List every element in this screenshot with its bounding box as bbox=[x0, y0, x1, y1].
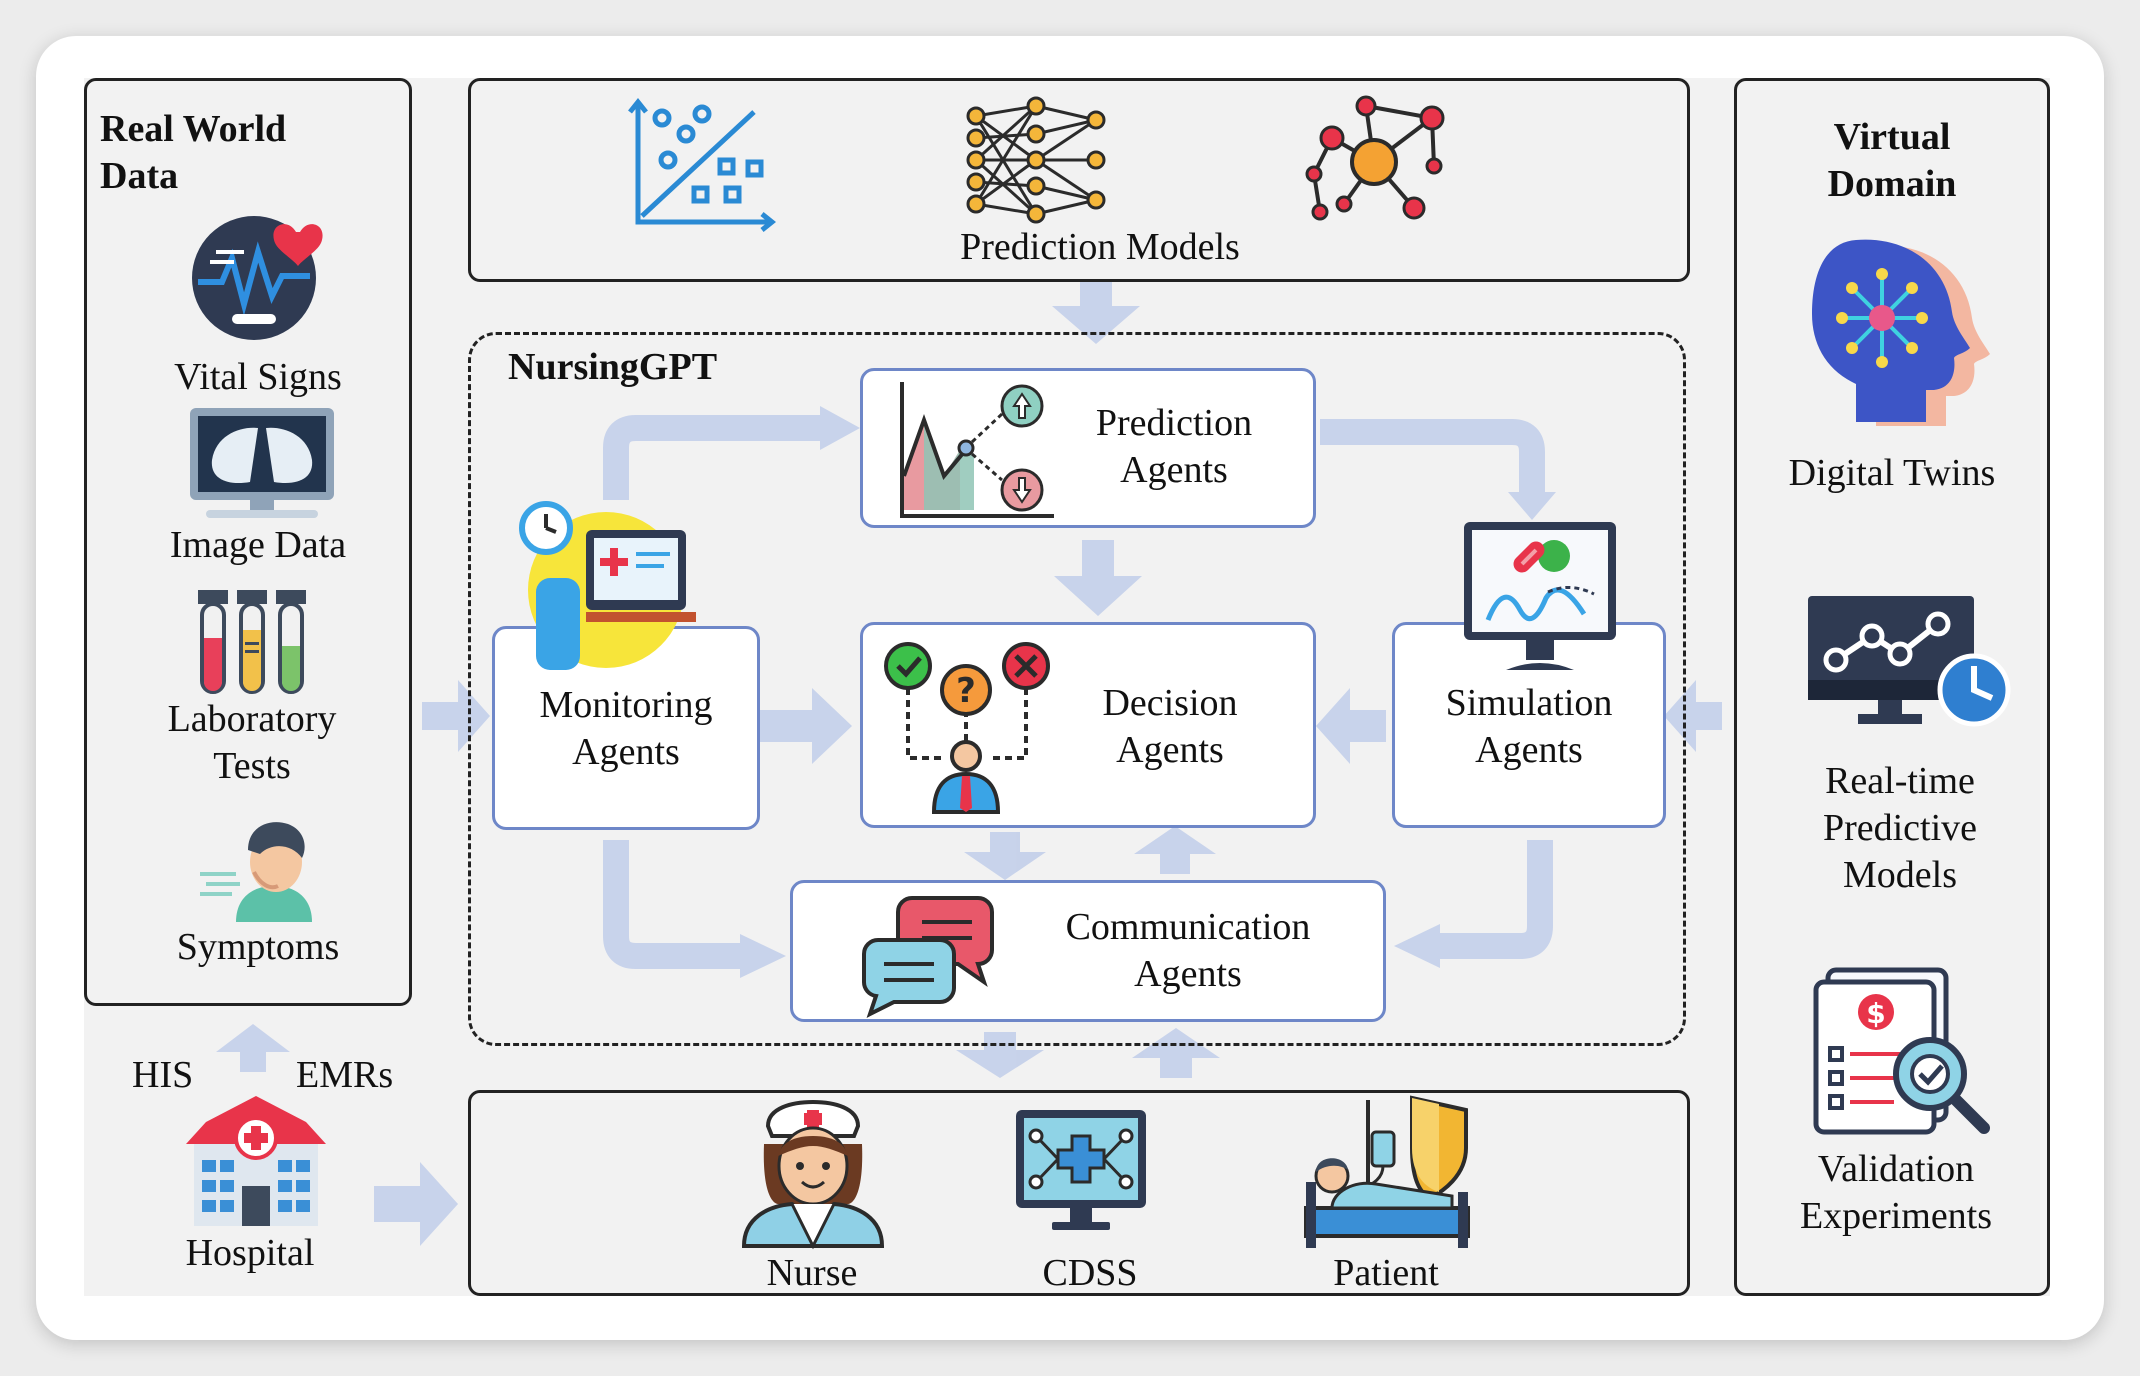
symptoms-label: Symptoms bbox=[176, 926, 340, 968]
prediction-agents-label: Prediction Agents bbox=[1095, 402, 1253, 491]
monitoring-agents-label: Monitoring Agents bbox=[539, 684, 713, 773]
arrow-prediction-to-simulation bbox=[1320, 419, 1545, 492]
patient-bed-icon bbox=[1304, 1095, 1470, 1248]
arrow-decision-to-communication bbox=[964, 832, 1046, 880]
monitoring-screen-icon bbox=[519, 501, 696, 670]
digital-twins-label: Digital Twins bbox=[1788, 452, 1996, 494]
nurse-label: Nurse bbox=[766, 1252, 858, 1294]
nursinggpt-region bbox=[468, 332, 1686, 1046]
realtime-predictive-models-label: Real-time Predictive Models bbox=[1822, 760, 1978, 896]
arrow-monitoring-to-prediction bbox=[603, 415, 820, 500]
virtual-domain-title: Virtual Domain bbox=[1827, 116, 1957, 205]
arrow-care-to-core bbox=[1132, 1028, 1220, 1078]
vital-signs-label: Vital Signs bbox=[174, 356, 342, 398]
image-data-icon bbox=[190, 408, 334, 518]
realtime-monitor-icon bbox=[1808, 596, 2011, 727]
simulation-monitor-icon bbox=[1464, 522, 1616, 670]
scatter-plot-icon bbox=[628, 97, 777, 232]
prediction-trend-icon bbox=[900, 382, 1054, 518]
nurse-icon bbox=[741, 1099, 885, 1250]
cdss-label: CDSS bbox=[1042, 1252, 1138, 1294]
vital-signs-icon bbox=[192, 216, 323, 340]
decision-agents-label: Decision Agents bbox=[1102, 682, 1238, 771]
digital-twins-icon bbox=[1812, 239, 1990, 426]
laboratory-tests-icon bbox=[198, 590, 306, 694]
hospital-label: Hospital bbox=[185, 1232, 315, 1274]
cdss-monitor-icon bbox=[1016, 1110, 1146, 1230]
arrow-simulation-to-decision bbox=[1316, 688, 1386, 764]
patient-label: Patient bbox=[1333, 1252, 1439, 1294]
symptoms-icon bbox=[200, 822, 312, 922]
arrow-hospital-to-care bbox=[374, 1162, 458, 1246]
svg-text:?: ? bbox=[956, 671, 976, 711]
arrow-communication-to-decision bbox=[1134, 826, 1216, 874]
validation-experiments-label: Validation Experiments bbox=[1799, 1148, 1993, 1237]
arrow-models-to-core bbox=[1052, 282, 1140, 344]
his-label: HIS bbox=[132, 1054, 194, 1096]
svg-text:$: $ bbox=[1866, 997, 1885, 1030]
arrow-domain-to-simulation bbox=[1664, 680, 1722, 752]
validation-report-icon: $ bbox=[1813, 967, 1990, 1135]
hospital-icon bbox=[186, 1096, 326, 1226]
arrow-core-to-care bbox=[956, 1032, 1044, 1078]
real-world-data-title: Real World Data bbox=[100, 108, 287, 197]
arrow-monitoring-to-communication bbox=[603, 840, 740, 969]
graph-network-icon bbox=[1305, 95, 1445, 221]
arrow-data-to-monitoring bbox=[422, 680, 490, 752]
emrs-label: EMRs bbox=[296, 1054, 394, 1096]
arrow-hospital-to-data bbox=[216, 1024, 290, 1072]
decision-maker-icon: ? bbox=[884, 642, 1050, 814]
arrow-monitoring-to-decision bbox=[760, 688, 852, 764]
chat-bubbles-icon bbox=[861, 896, 994, 1018]
arrow-simulation-to-communication bbox=[1440, 840, 1553, 959]
prediction-models-panel bbox=[468, 78, 1690, 282]
nursinggpt-title: NursingGPT bbox=[508, 346, 718, 388]
neural-network-icon bbox=[966, 96, 1106, 224]
laboratory-tests-label: Laboratory Tests bbox=[167, 698, 337, 787]
image-data-label: Image Data bbox=[169, 524, 347, 566]
communication-agents-label: Communication Agents bbox=[1065, 906, 1311, 995]
arrow-prediction-to-decision bbox=[1054, 540, 1142, 616]
simulation-agents-label: Simulation Agents bbox=[1445, 682, 1613, 771]
prediction-models-label: Prediction Models bbox=[960, 226, 1240, 268]
